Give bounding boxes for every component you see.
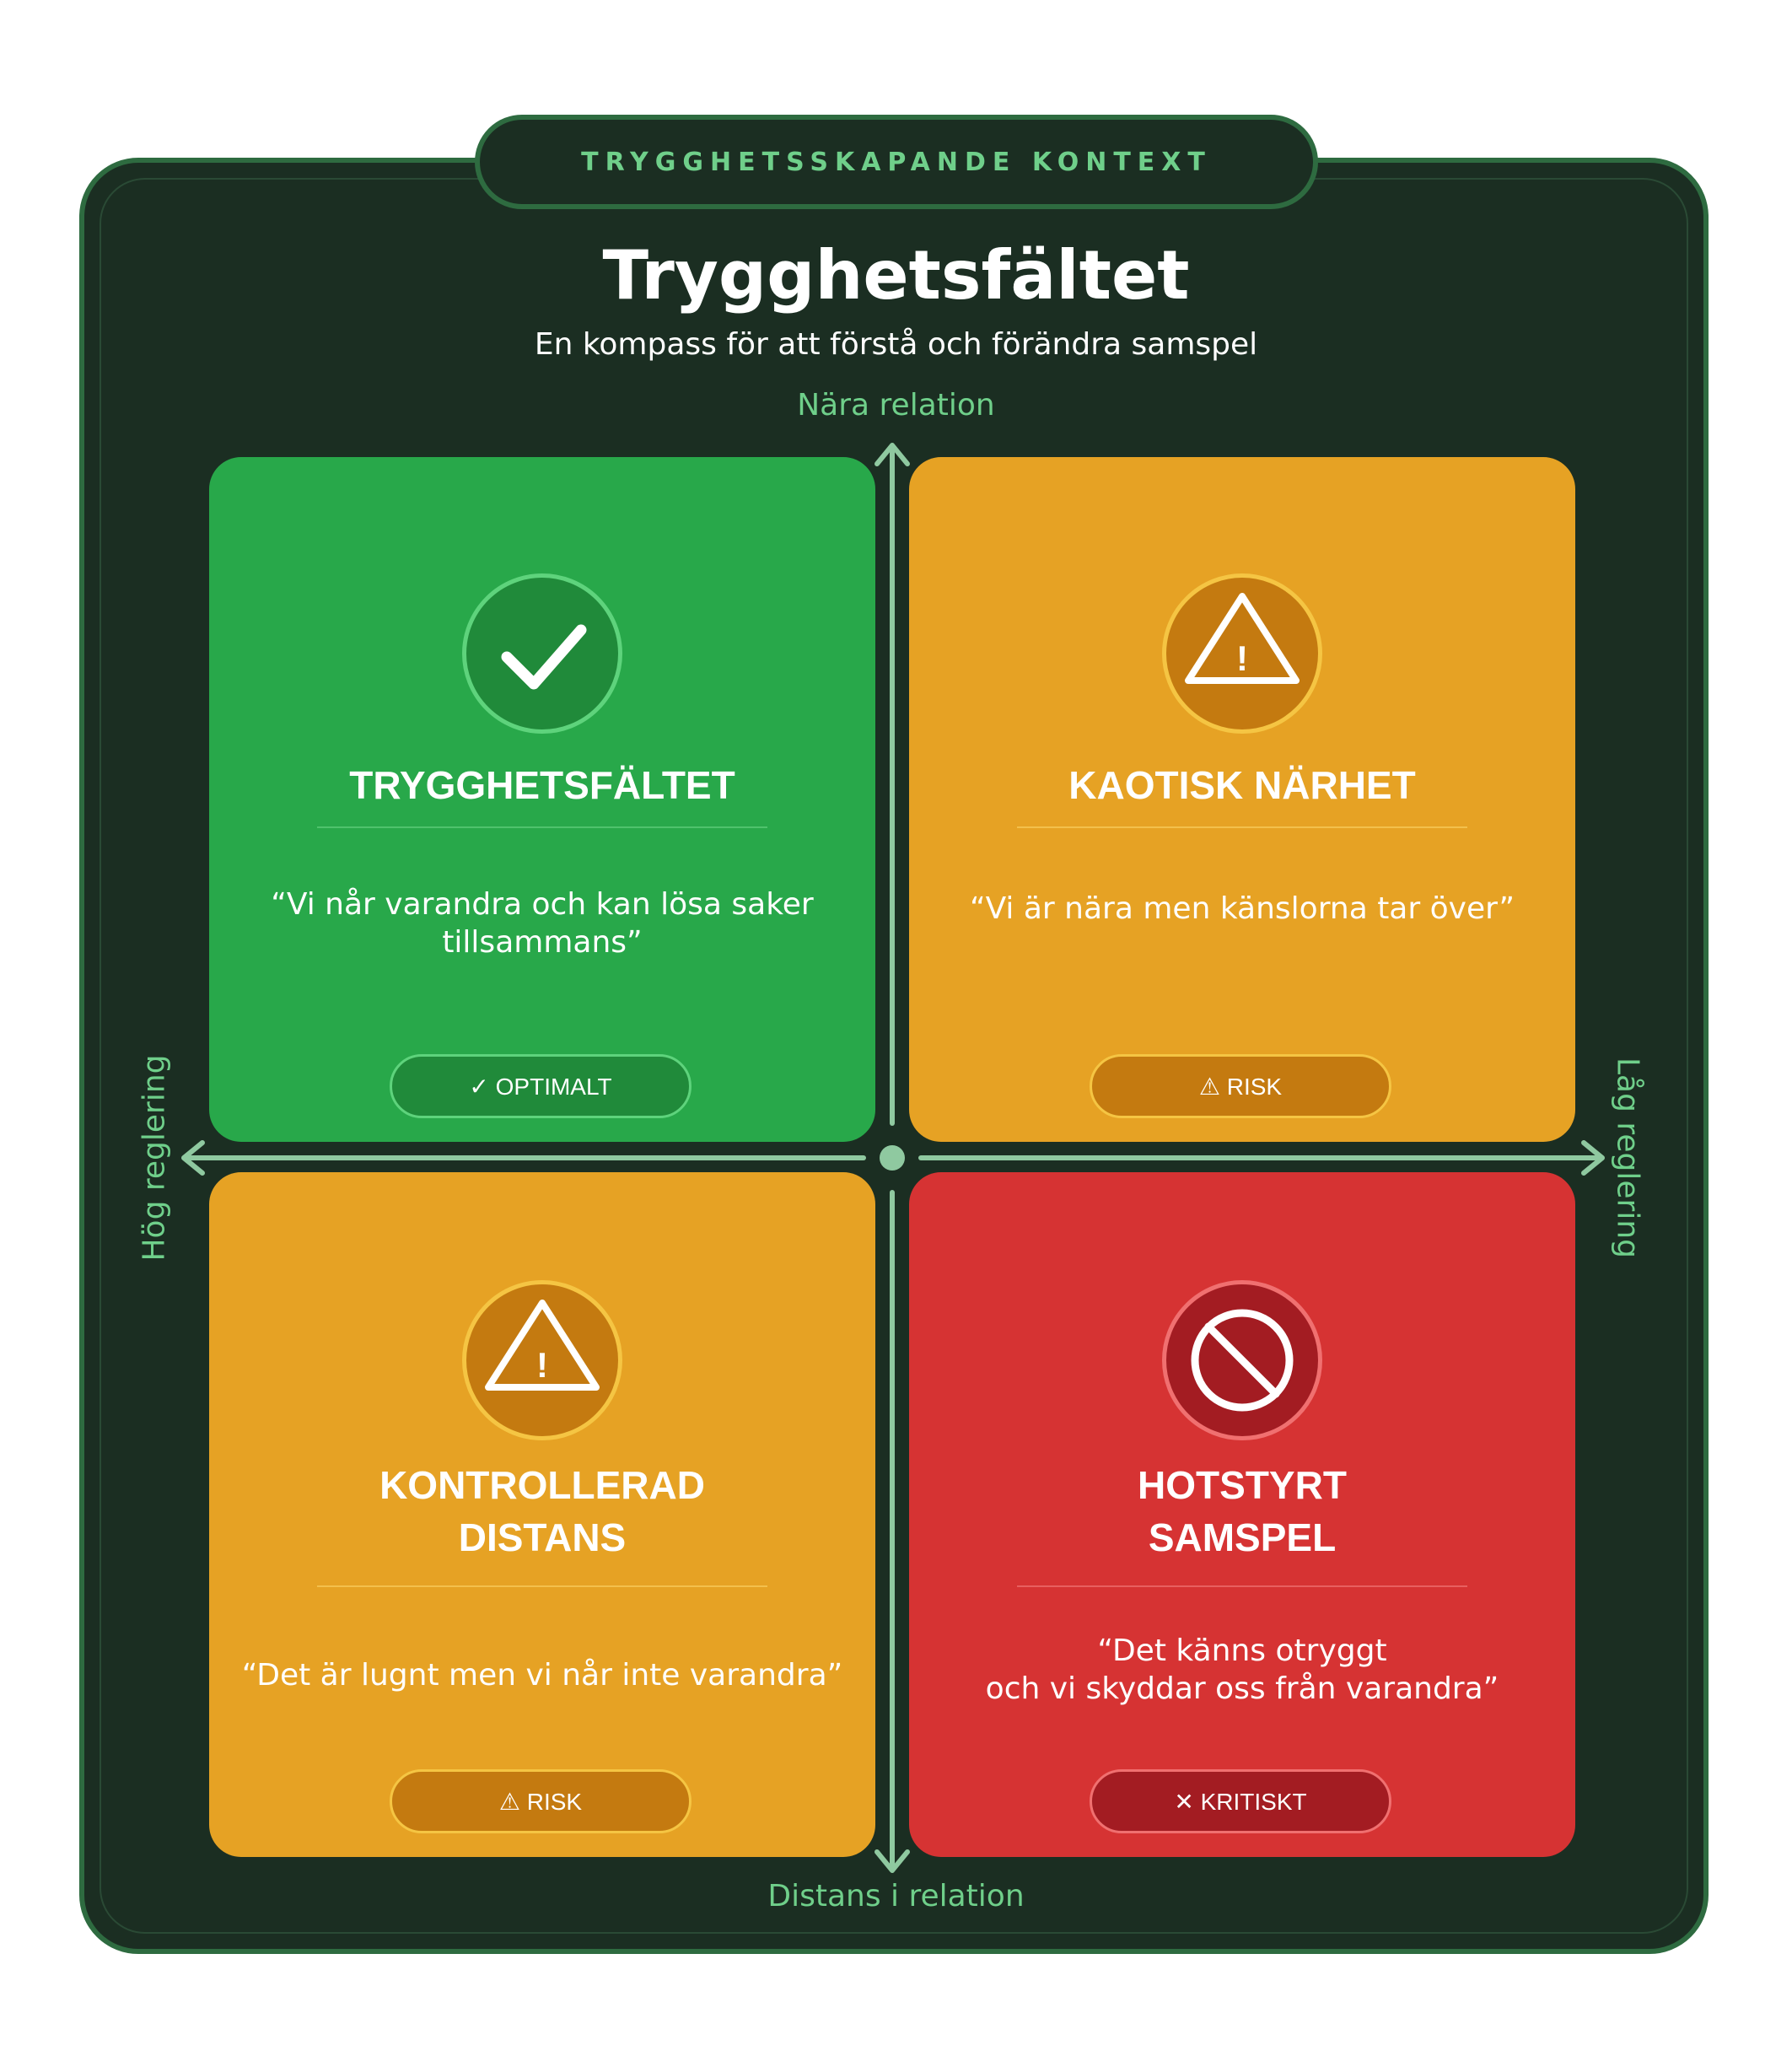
arrow-right-icon	[1581, 1140, 1605, 1176]
page-title: Trygghetsfältet	[602, 236, 1190, 315]
quadrant-divider	[317, 1585, 767, 1587]
status-badge: ✕ KRITISKT	[1090, 1769, 1391, 1833]
quadrant-kaotisk-narhet: ! KAOTISK NÄRHET “Vi är nära men känslor…	[909, 457, 1575, 1142]
arrow-left-icon	[181, 1140, 205, 1176]
arrow-up-icon	[874, 443, 910, 466]
svg-text:!: !	[1236, 638, 1248, 678]
context-tab: TRYGGHETSSKAPANDE KONTEXT	[475, 115, 1318, 209]
quadrant-kontrollerad-distans: ! KONTROLLERAD DISTANS “Det är lugnt men…	[209, 1172, 875, 1857]
check-icon	[462, 573, 622, 734]
warning-icon: !	[1162, 573, 1322, 734]
axis-label-right: Låg reglering	[1610, 1057, 1645, 1259]
arrow-down-icon	[874, 1849, 910, 1873]
page-subtitle: En kompass för att förstå och förändra s…	[534, 327, 1258, 362]
quadrant-quote: “Vi är nära men känslorna tar över”	[969, 891, 1515, 926]
quadrant-quote: “Det känns otryggt och vi skyddar oss fr…	[985, 1633, 1499, 1706]
quadrant-divider	[317, 826, 767, 828]
quadrant-hotstyrt-samspel: HOTSTYRT SAMSPEL “Det känns otryggt och …	[909, 1172, 1575, 1857]
quadrant-title: KAOTISK NÄRHET	[1068, 763, 1416, 807]
status-badge: ✓ OPTIMALT	[390, 1054, 692, 1118]
prohibited-icon	[1162, 1280, 1322, 1440]
axis-label-top: Nära relation	[797, 388, 995, 423]
warning-icon: !	[462, 1280, 622, 1440]
axis-label-bottom: Distans i relation	[767, 1879, 1025, 1913]
quadrant-title: TRYGGHETSFÄLTET	[349, 763, 735, 807]
axis-label-left: Hög reglering	[137, 1054, 172, 1262]
quadrant-trygghetsfaltet: TRYGGHETSFÄLTET “Vi når varandra och kan…	[209, 457, 875, 1142]
quadrant-quote: “Vi når varandra och kan lösa saker till…	[271, 887, 814, 960]
svg-text:!: !	[536, 1345, 548, 1385]
status-badge: ⚠ RISK	[1090, 1054, 1391, 1118]
quadrant-title: HOTSTYRT SAMSPEL	[1138, 1463, 1347, 1559]
quadrant-divider	[1017, 826, 1467, 828]
quadrant-quote: “Det är lugnt men vi når inte varandra”	[241, 1658, 843, 1693]
quadrant-title: KONTROLLERAD DISTANS	[379, 1463, 705, 1559]
quadrant-divider	[1017, 1585, 1467, 1587]
axis-center-dot	[880, 1145, 905, 1171]
status-badge: ⚠ RISK	[390, 1769, 692, 1833]
